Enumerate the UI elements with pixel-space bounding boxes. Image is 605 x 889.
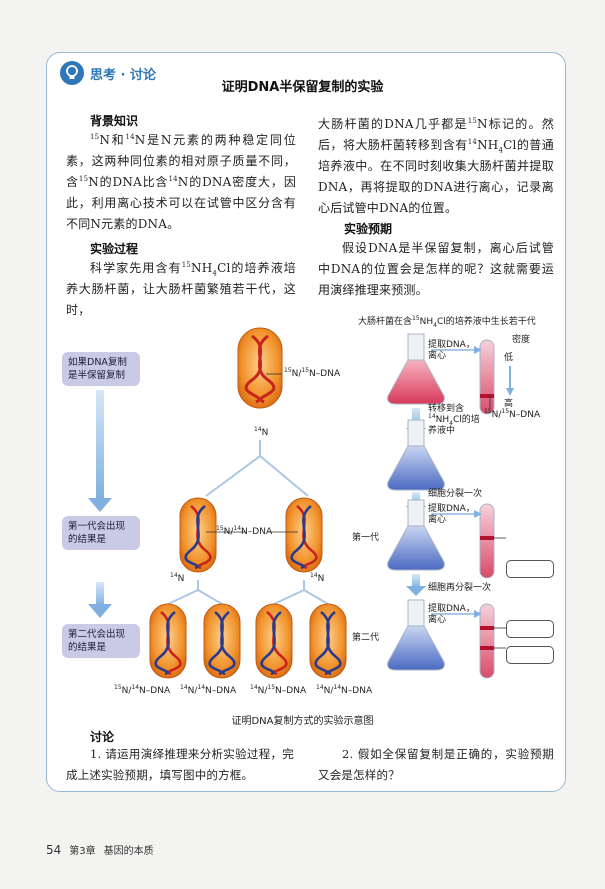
process-paragraph-2: 大肠杆菌的DNA几乎都是15N标记的。然后，将大肠杆菌转移到含有14NH4Cl的…: [318, 117, 554, 215]
figure-caption: 证明DNA复制方式的实验示意图: [231, 716, 374, 727]
gen2-label-4: 14N/14N–DNA: [316, 684, 373, 697]
top-note: 大肠杆菌在含15NH4Cl的培养液中生长若干代: [358, 315, 536, 329]
gen2-label-1: 15N/14N–DNA: [114, 684, 171, 697]
down-arrow-3: [412, 574, 420, 588]
section-label: 思考 · 讨论: [90, 67, 156, 83]
gen1-bacterium-right: [285, 497, 323, 573]
flask-n15: [387, 333, 445, 405]
n14-label-right: 14N: [310, 572, 325, 585]
discussion-question-1: 1. 请运用演绎推理来分析实验过程，完成上述实验预期，填写图中的方框。: [66, 747, 294, 782]
density-arrow-head: [506, 388, 514, 396]
gen2-result-box: 第二代会出现的结果是: [62, 624, 140, 658]
guide-arrow-shaft-2: [96, 582, 104, 606]
flask-gen1: [387, 499, 445, 571]
gen1-bacterium-left: [179, 497, 217, 573]
background-heading: 背景知识: [90, 114, 139, 128]
n14-label-top: 14N: [254, 426, 269, 439]
process-paragraph-1: 科学家先用含有15NH4Cl的培养液培养大肠杆菌，让大肠杆菌繁殖若干代，这时，: [66, 261, 296, 317]
discussion-question-2: 2. 假如全保留复制是正确的，实验预期又会是怎样的？: [318, 747, 554, 782]
divide-again-label: 细胞再分裂一次: [428, 583, 492, 593]
extract-label-2: 提取DNA，离心: [428, 504, 475, 525]
branch-lines-left: [167, 580, 223, 605]
gen2-label: 第二代: [352, 633, 380, 643]
parent-dna-label: 15N/15N–DNA: [284, 367, 341, 380]
hypothesis-box: 如果DNA复制是半保留复制: [62, 352, 140, 386]
parent-bacterium: [237, 327, 283, 409]
discussion-heading: 讨论: [90, 730, 115, 744]
density-high-label: 高: [504, 399, 514, 409]
chapter-number: 第3章: [69, 846, 96, 857]
gen1-dna-label: 15N/14N–DNA: [216, 525, 273, 538]
page-footer: 54 第3章 基因的本质: [46, 842, 154, 857]
flask-gen2: [387, 599, 445, 671]
gen1-result-box: 第一代会出现的结果是: [62, 516, 140, 550]
down-arrow-1: [412, 408, 420, 430]
process-heading: 实验过程: [90, 242, 139, 256]
flow-arrow-head-1: [474, 346, 482, 354]
gen2-bacterium-1: [149, 603, 187, 679]
guide-arrow-head-1: [88, 498, 112, 512]
extract-label-3: 提取DNA，离心: [428, 604, 475, 625]
extract-label-1: 提取DNA，离心: [428, 340, 475, 361]
density-label: 密度: [512, 335, 531, 345]
tube-gen1: [479, 503, 495, 579]
flow-arrow-head-2: [474, 510, 482, 518]
flask-n14: [387, 419, 445, 491]
density-low-label: 低: [504, 353, 514, 363]
section-header: 思考 · 讨论: [60, 60, 156, 86]
gen1-label: 第一代: [352, 533, 380, 543]
flow-arrow-head-3: [474, 610, 482, 618]
prediction-paragraph: 假设DNA是半保留复制，离心后试管中DNA的位置会是怎样的呢？这就需要运用演绎推…: [318, 241, 554, 297]
page-title: 证明DNA半保留复制的实验: [221, 80, 384, 95]
page-number: 54: [46, 843, 62, 857]
replication-diagram: [88, 327, 514, 679]
guide-arrow-shaft-1: [96, 390, 104, 500]
gen2-label-2: 14N/14N–DNA: [180, 684, 237, 697]
divide-once-label: 细胞分裂一次: [428, 489, 483, 499]
down-arrow-head-3: [406, 586, 426, 596]
bulb-icon: [60, 61, 84, 85]
gen2-answer-box-2[interactable]: [506, 646, 554, 664]
prediction-heading: 实验预期: [344, 222, 393, 236]
gen2-bacterium-4: [309, 603, 347, 679]
branch-lines-1: [205, 440, 309, 497]
guide-arrow-head-2: [88, 604, 112, 618]
branch-lines-right: [273, 580, 329, 605]
discussion-panel: [46, 52, 566, 792]
gen2-label-3: 14N/15N–DNA: [250, 684, 307, 697]
tube-gen2: [479, 603, 495, 679]
tube-dna-label: 15N/15N–DNA: [484, 408, 541, 421]
gen2-bacterium-3: [255, 603, 293, 679]
chapter-title: 基因的本质: [103, 846, 154, 857]
background-paragraph: 15N和14N是N元素的两种稳定同位素，这两种同位素的相对原子质量不同，含15N…: [66, 133, 297, 231]
tube-parent: [479, 339, 495, 415]
gen1-answer-box[interactable]: [506, 560, 554, 578]
gen2-bacterium-2: [203, 603, 241, 679]
gen2-answer-box-1[interactable]: [506, 620, 554, 638]
n14-label-left: 14N: [170, 572, 185, 585]
